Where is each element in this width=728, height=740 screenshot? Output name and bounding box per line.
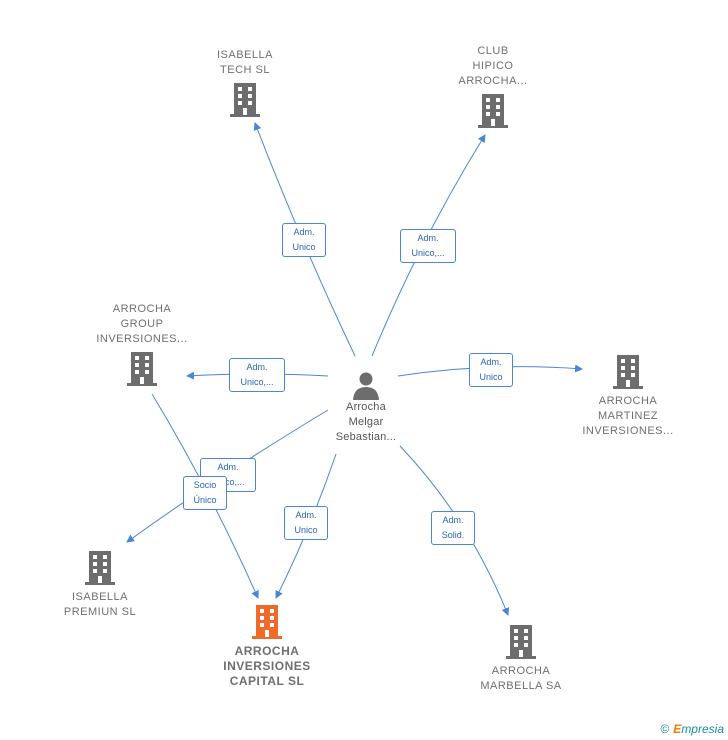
company-label: CLUB HIPICO ARROCHA...	[458, 45, 528, 87]
brand-name: mpresia	[681, 722, 724, 736]
person-name: Arrocha Melgar Sebastian...	[335, 401, 397, 443]
building-icon	[478, 94, 508, 128]
company-node-arrocha-inversiones-capital[interactable]: ARROCHA INVERSIONES CAPITAL SL	[210, 604, 324, 689]
role-badge-socio-unico[interactable]: Socio Único	[183, 476, 227, 510]
company-label: ARROCHA MARBELLA SA	[480, 665, 562, 692]
role-badge-arrocha-group[interactable]: Adm. Unico,...	[229, 358, 285, 392]
brand-watermark: ©Empresia	[660, 722, 724, 736]
building-icon	[85, 551, 115, 585]
brand-initial: E	[673, 722, 682, 736]
company-label: ARROCHA INVERSIONES CAPITAL SL	[223, 644, 311, 688]
role-badge-club-hipico[interactable]: Adm. Unico,...	[400, 229, 456, 263]
company-node-arrocha-marbella[interactable]: ARROCHA MARBELLA SA	[466, 624, 576, 694]
role-badge-arrocha-capital[interactable]: Adm. Unico	[284, 506, 328, 540]
copyright-icon: ©	[660, 722, 670, 736]
role-badge-arrocha-marbella[interactable]: Adm. Solid.	[431, 511, 475, 545]
company-node-arrocha-martinez[interactable]: ARROCHA MARTINEZ INVERSIONES...	[568, 354, 688, 439]
building-icon	[506, 625, 536, 659]
company-label: ARROCHA MARTINEZ INVERSIONES...	[582, 395, 674, 437]
building-icon	[230, 83, 260, 117]
company-node-isabella-premiun[interactable]: ISABELLA PREMIUN SL	[48, 550, 152, 620]
company-node-club-hipico[interactable]: CLUB HIPICO ARROCHA...	[448, 44, 538, 129]
person-node-center[interactable]: Arrocha Melgar Sebastian...	[316, 370, 416, 445]
person-icon	[353, 372, 379, 400]
building-icon-highlighted	[252, 605, 282, 639]
company-node-arrocha-group[interactable]: ARROCHA GROUP INVERSIONES...	[82, 302, 202, 387]
company-label: ISABELLA TECH SL	[217, 49, 273, 76]
company-label: ARROCHA GROUP INVERSIONES...	[96, 303, 188, 345]
building-icon	[127, 352, 157, 386]
building-icon	[613, 355, 643, 389]
company-label: ISABELLA PREMIUN SL	[63, 591, 137, 618]
company-node-isabella-tech[interactable]: ISABELLA TECH SL	[200, 48, 290, 118]
role-badge-arrocha-martinez[interactable]: Adm. Unico	[469, 353, 513, 387]
role-badge-isabella-tech[interactable]: Adm. Unico	[282, 223, 326, 257]
